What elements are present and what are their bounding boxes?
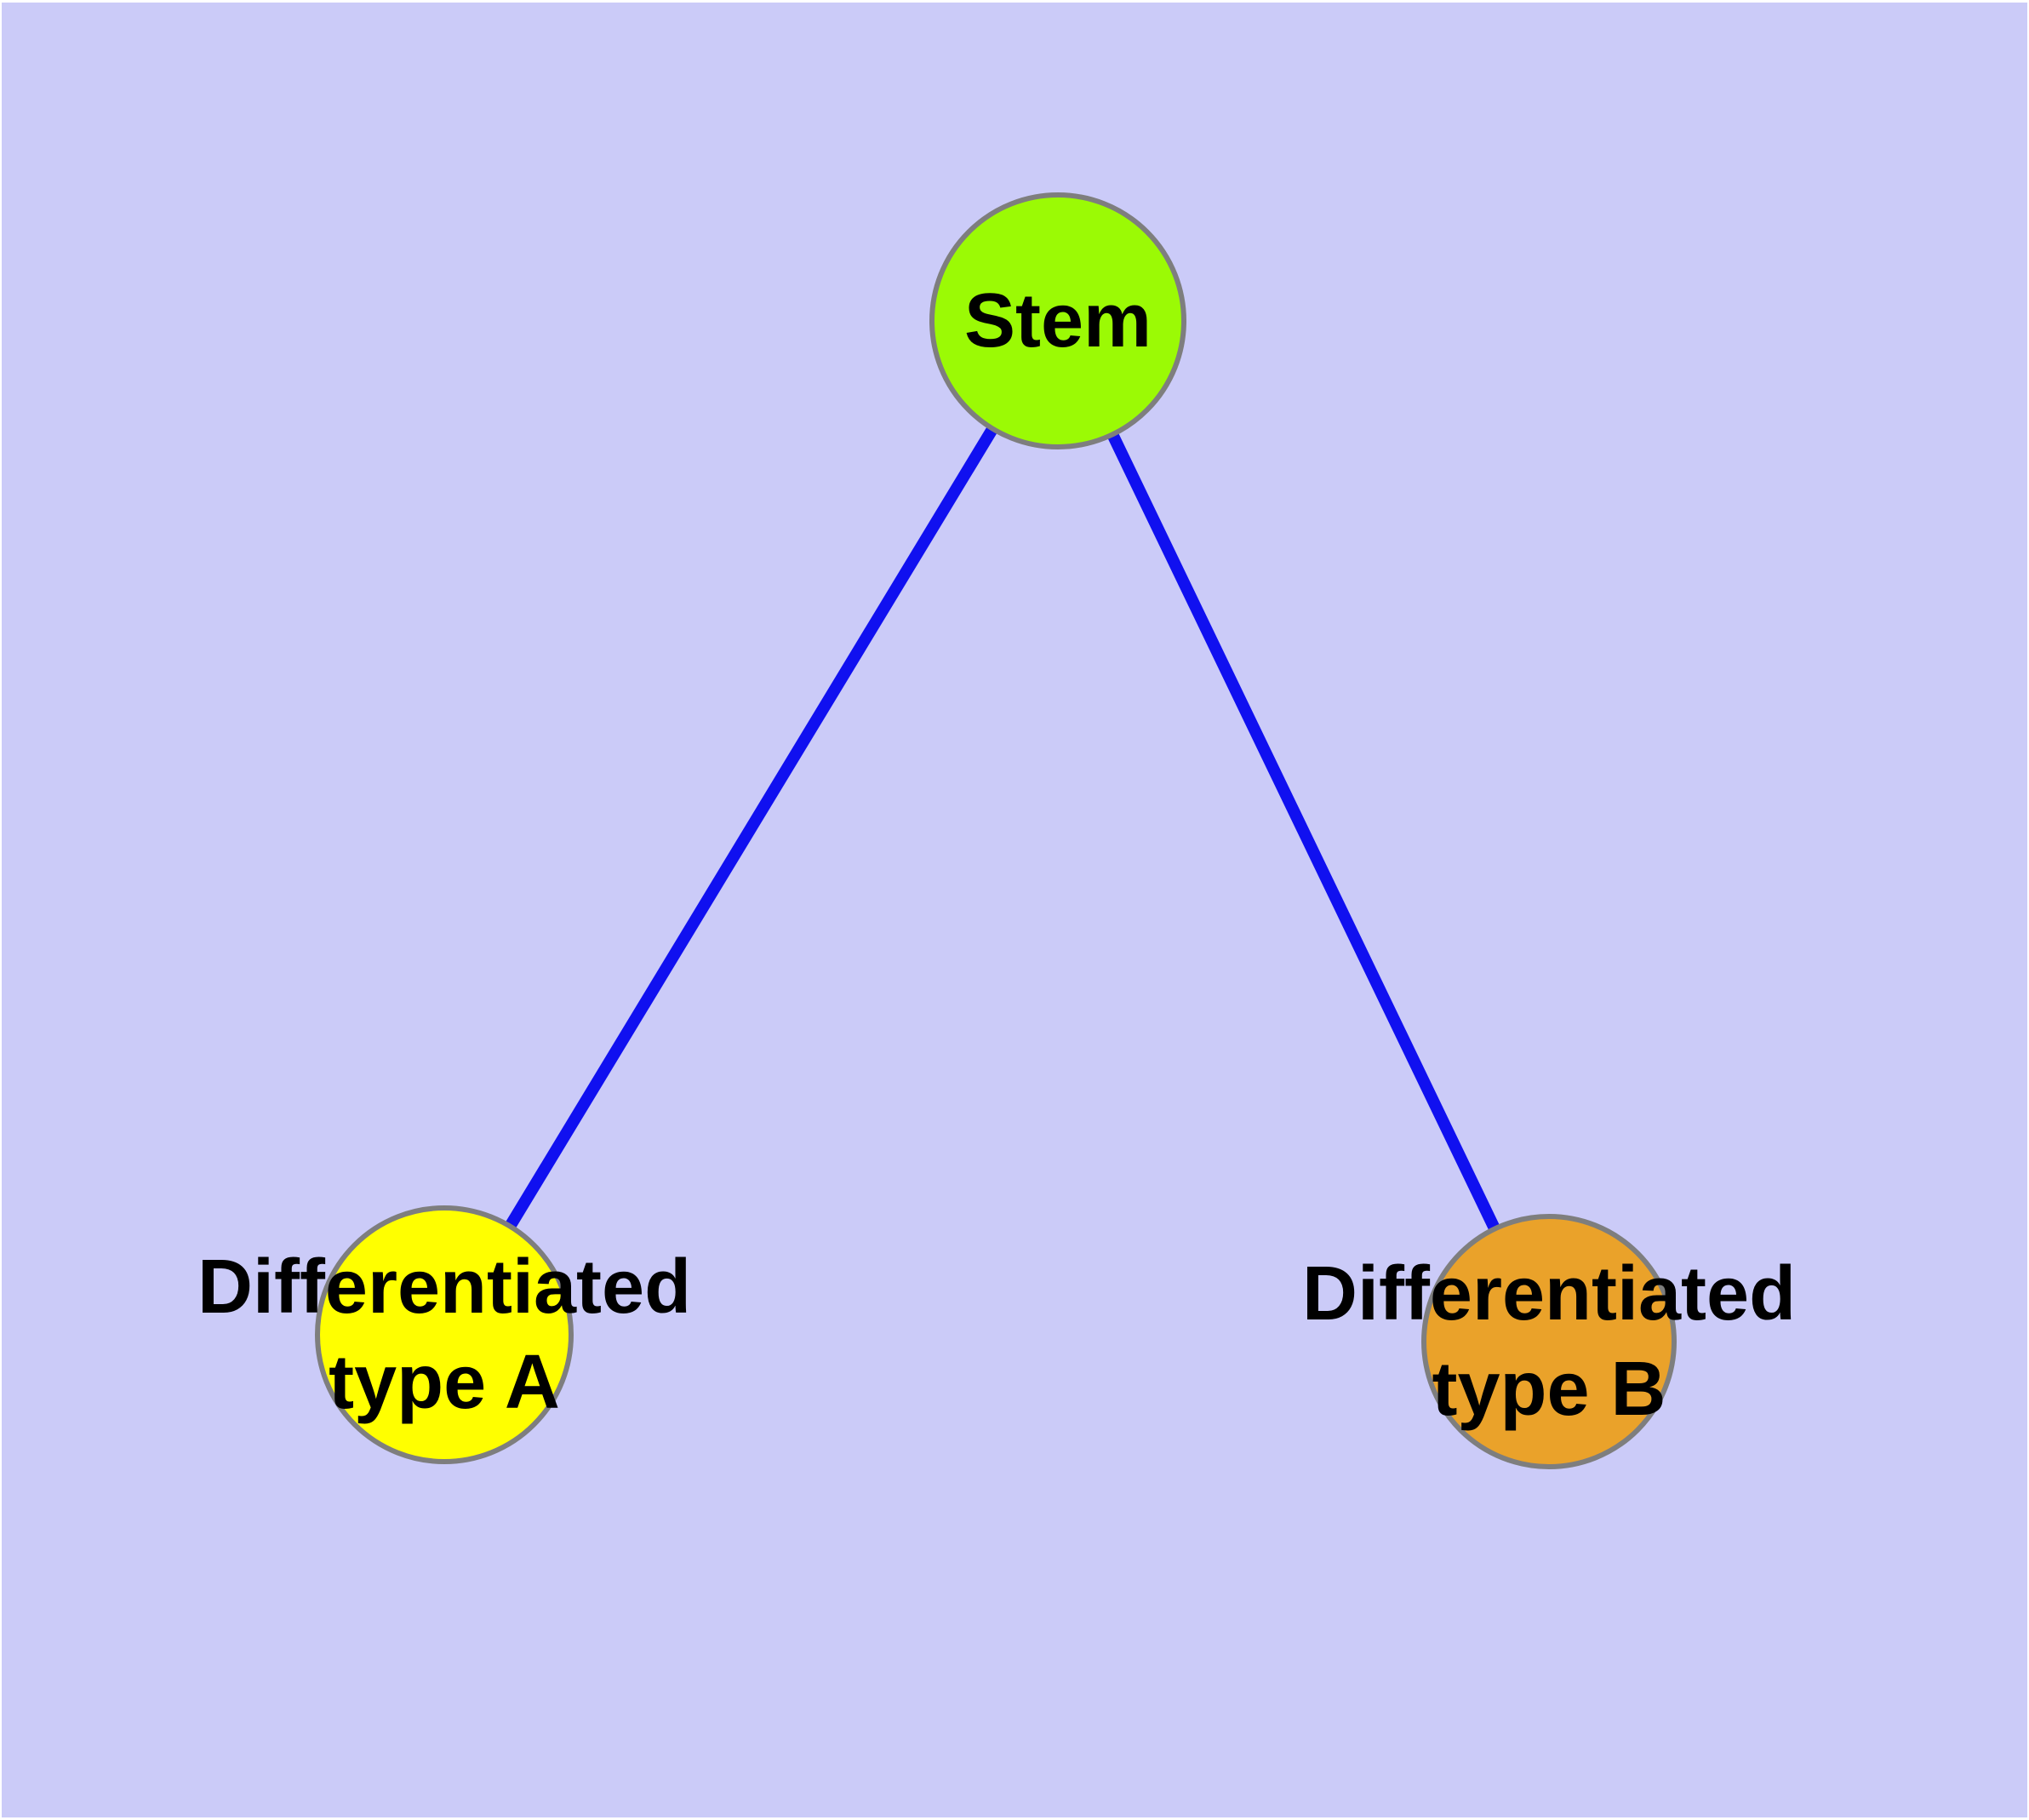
node-type-b-label: Differentiated type B (1301, 1251, 1797, 1433)
node-type-a-label: Differentiated type A (197, 1244, 692, 1426)
diagram-canvas: Stem Differentiated type A Differentiate… (2, 3, 2027, 1817)
node-stem-circle (929, 192, 1186, 449)
node-stem-label: Stem (963, 278, 1152, 363)
node-type-b-circle (1421, 1214, 1677, 1469)
node-type-a-circle (315, 1205, 574, 1464)
edge-stem-to-type-b (1052, 318, 1555, 1345)
node-differentiated-type-a: Differentiated type A (197, 1205, 691, 1464)
edges-layer (439, 318, 1555, 1345)
node-differentiated-type-b: Differentiated type B (1302, 1214, 1796, 1469)
edge-stem-to-type-a (439, 318, 1063, 1338)
node-stem: Stem (929, 192, 1186, 449)
